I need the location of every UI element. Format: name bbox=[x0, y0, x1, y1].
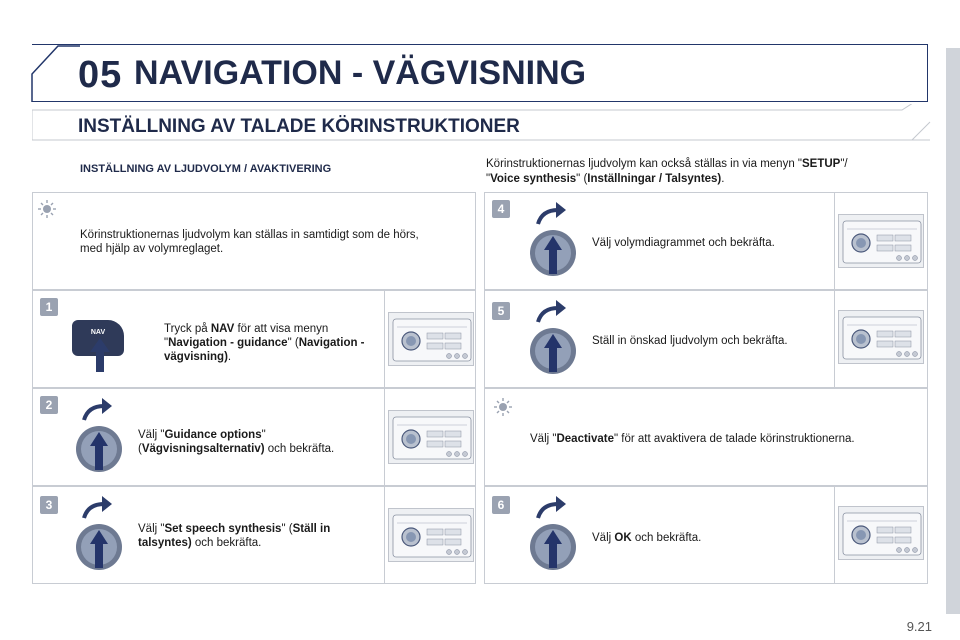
intro-part: "/ bbox=[840, 158, 848, 170]
page-number: 9.21 bbox=[906, 619, 932, 634]
intro-inst: Inställningar / Talsyntes) bbox=[587, 173, 722, 185]
t: Navigation - guidance bbox=[168, 337, 288, 349]
divider bbox=[384, 388, 385, 486]
t: Deactivate bbox=[556, 433, 615, 445]
step-text-6: Välj OK och bekräfta. bbox=[592, 531, 828, 545]
radio-illustration bbox=[842, 316, 922, 360]
divider bbox=[834, 290, 835, 388]
step-number-4: 4 bbox=[492, 200, 510, 218]
tip-card-left bbox=[32, 192, 476, 290]
dial-knob-icon bbox=[530, 230, 576, 276]
radio-panel-image bbox=[388, 508, 474, 562]
radio-panel-image bbox=[838, 310, 924, 364]
subheading: INSTÄLLNING AV LJUDVOLYM / AVAKTIVERING bbox=[80, 163, 332, 175]
rotate-arrow-icon bbox=[82, 398, 112, 421]
t: och bekräfta. bbox=[264, 443, 335, 455]
rotate-arrow-icon bbox=[536, 300, 566, 323]
intro-setup: SETUP bbox=[802, 158, 841, 170]
t: OK bbox=[614, 532, 632, 544]
dial-knob-icon bbox=[76, 524, 122, 570]
t: . bbox=[227, 351, 232, 363]
radio-panel-image bbox=[388, 410, 474, 464]
t: Navigation - vägvisning) bbox=[164, 337, 365, 363]
section-frame bbox=[32, 104, 931, 141]
dial-knob-icon bbox=[530, 524, 576, 570]
radio-illustration bbox=[842, 512, 922, 556]
chapter-number: 05 bbox=[78, 54, 123, 96]
side-tab bbox=[946, 48, 960, 614]
rotate-arrow-icon bbox=[82, 496, 112, 519]
t: Vägvisningsalternativ) bbox=[141, 443, 265, 455]
nav-label: NAV bbox=[90, 329, 106, 336]
step-text-2: Välj "Guidance options" (Vägvisningsalte… bbox=[138, 428, 378, 456]
dial-knob-icon bbox=[76, 426, 122, 472]
t: Set speech synthesis bbox=[164, 523, 282, 535]
intro-part: . bbox=[721, 173, 725, 185]
press-arrow-icon bbox=[90, 338, 110, 372]
step-number-1: 1 bbox=[40, 298, 58, 316]
divider bbox=[834, 192, 835, 290]
t: Välj " bbox=[138, 429, 165, 441]
page-title: NAVIGATION - VÄGVISNING bbox=[134, 54, 587, 92]
step-number-5: 5 bbox=[492, 302, 510, 320]
step-text-5: Ställ in önskad ljudvolym och bekräfta. bbox=[592, 335, 788, 347]
radio-panel-image bbox=[838, 506, 924, 560]
dial-knob-icon bbox=[530, 328, 576, 374]
t: Ställ in talsyntes) bbox=[138, 523, 331, 549]
radio-illustration bbox=[392, 318, 472, 362]
divider bbox=[384, 486, 385, 584]
section-title: INSTÄLLNING AV TALADE KÖRINSTRUKTIONER bbox=[78, 116, 520, 137]
tip-card-right bbox=[484, 388, 928, 486]
step-number-6: 6 bbox=[492, 496, 510, 514]
intro-part: Körinstruktionernas ljudvolym kan också … bbox=[486, 158, 802, 170]
divider bbox=[834, 486, 835, 584]
intro-voice: Voice synthesis bbox=[490, 173, 577, 185]
t: " för att avaktivera de talade körinstru… bbox=[614, 433, 855, 445]
header-corner bbox=[31, 45, 80, 102]
t: och bekräfta. bbox=[191, 537, 262, 549]
divider bbox=[384, 290, 385, 388]
radio-illustration bbox=[392, 514, 472, 558]
tip-text: Körinstruktionernas ljudvolym kan ställa… bbox=[80, 229, 419, 255]
step-text-1: Tryck på NAV för att visa menyn "Navigat… bbox=[164, 322, 374, 364]
intro-part: " bbox=[486, 173, 491, 185]
lightbulb-icon bbox=[38, 200, 56, 218]
header-frame bbox=[32, 44, 928, 102]
t: och bekräfta. bbox=[631, 532, 702, 544]
radio-panel-image bbox=[838, 214, 924, 268]
t: " ( bbox=[138, 429, 266, 455]
intro-text: Körinstruktionernas ljudvolym kan också … bbox=[486, 157, 906, 187]
t: Välj " bbox=[530, 433, 557, 445]
t: " ( bbox=[281, 523, 293, 535]
radio-illustration bbox=[842, 220, 922, 264]
step-text-3: Välj "Set speech synthesis" (Ställ in ta… bbox=[138, 522, 378, 550]
step-text-4: Välj volymdiagrammet och bekräfta. bbox=[592, 237, 775, 249]
t: Tryck på bbox=[164, 323, 211, 335]
rotate-arrow-icon bbox=[536, 202, 566, 225]
t: Guidance options bbox=[164, 429, 262, 441]
tip-deactivate-text: Välj "Deactivate" för att avaktivera de … bbox=[530, 432, 920, 446]
t: NAV bbox=[210, 323, 235, 335]
t: " ( bbox=[287, 337, 299, 349]
radio-panel-image bbox=[388, 312, 474, 366]
t: för att visa menyn " bbox=[164, 323, 329, 349]
radio-illustration bbox=[392, 416, 472, 460]
intro-part: " ( bbox=[576, 173, 588, 185]
step-number-3: 3 bbox=[40, 496, 58, 514]
step-number-2: 2 bbox=[40, 396, 58, 414]
t: Välj " bbox=[138, 523, 165, 535]
lightbulb-icon bbox=[494, 398, 512, 416]
rotate-arrow-icon bbox=[536, 496, 566, 519]
t: Välj bbox=[592, 532, 615, 544]
